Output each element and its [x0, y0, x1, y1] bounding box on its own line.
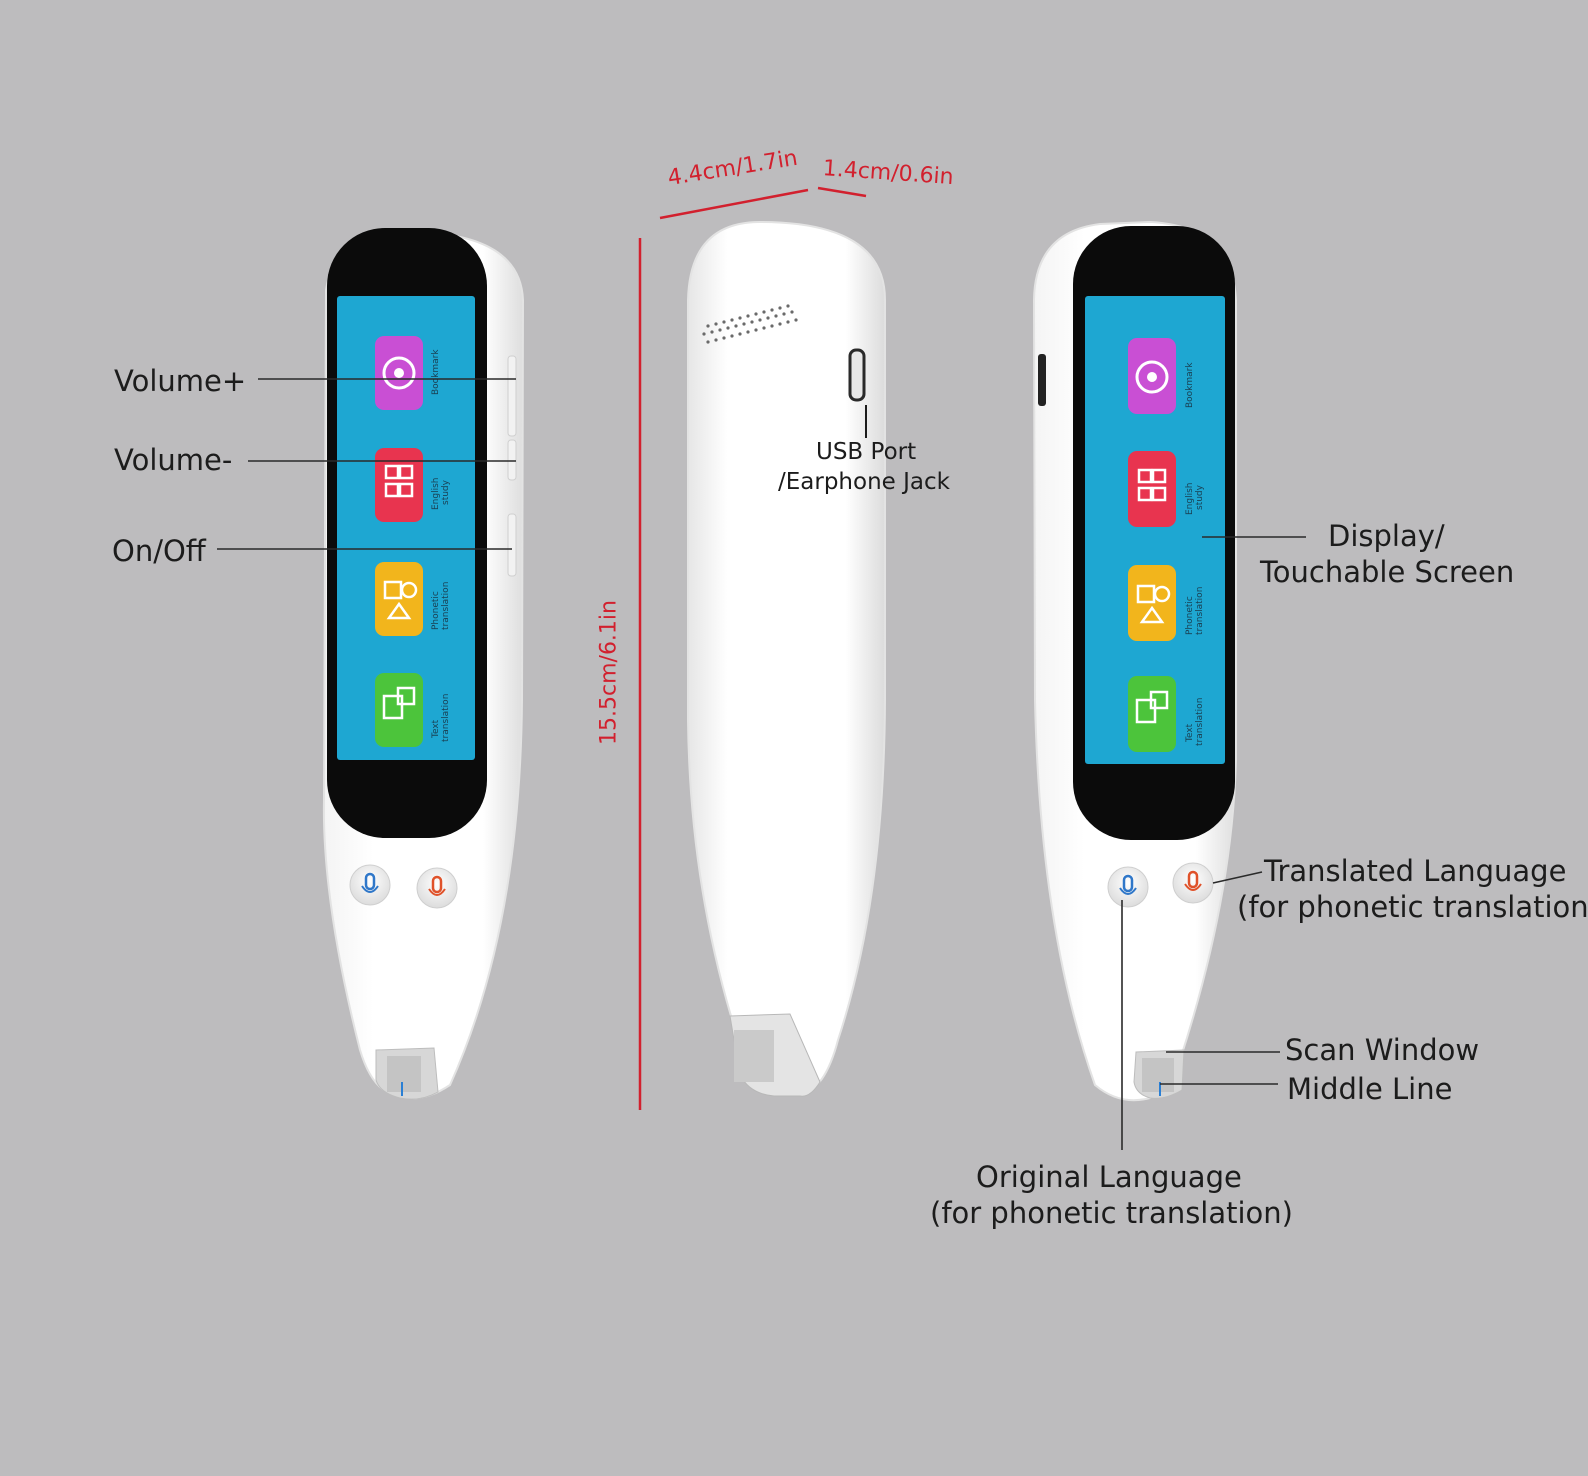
scan-tip-side: [729, 1013, 821, 1097]
scan-window: [375, 1047, 439, 1100]
scan-window-label: Scan Window: [1285, 1033, 1480, 1067]
translated-language-button[interactable]: [1172, 862, 1214, 904]
power-button[interactable]: [507, 513, 517, 577]
display-label-line2: Touchable Screen: [1260, 555, 1515, 589]
svg-text:Text: Text: [1185, 723, 1195, 743]
svg-text:Phonetic: Phonetic: [431, 591, 441, 630]
app-icon-english-study[interactable]: English study: [1128, 451, 1205, 527]
svg-text:translation: translation: [1195, 587, 1205, 635]
svg-text:translation: translation: [441, 694, 451, 742]
app-icon-bookmark[interactable]: Bookmark: [1128, 338, 1195, 414]
volume-up-button[interactable]: [507, 355, 517, 437]
speaker-grille: [702, 304, 798, 344]
leader-lines: [217, 378, 1306, 1150]
svg-text:study: study: [441, 479, 451, 505]
svg-text:English: English: [431, 478, 441, 511]
app-icon-bookmark[interactable]: Bookmark: [375, 336, 441, 410]
svg-text:translation: translation: [1195, 698, 1205, 746]
middle-line-label: Middle Line: [1287, 1072, 1453, 1106]
mic-icon-blue: [361, 872, 379, 893]
svg-text:Bookmark: Bookmark: [1185, 362, 1195, 408]
touch-screen[interactable]: [337, 296, 475, 760]
svg-text:Text: Text: [431, 719, 441, 739]
translated-language-label-line1: Translated Language: [1264, 854, 1567, 888]
on-off-label: On/Off: [112, 534, 206, 568]
mic-icon-blue: [1119, 874, 1137, 895]
original-language-button[interactable]: [349, 864, 391, 906]
volume-down-button[interactable]: [507, 439, 517, 481]
original-language-label-line1: Original Language: [976, 1160, 1242, 1194]
dimension-lines: [638, 186, 867, 1110]
app-icon-text-translation[interactable]: Text translation: [1128, 676, 1205, 752]
volume-down-label: Volume-: [114, 443, 233, 477]
app-icon-english-study[interactable]: English study: [375, 448, 451, 522]
translated-language-label-line2: (for phonetic translation): [1237, 890, 1588, 924]
side-button[interactable]: [1038, 354, 1046, 406]
translated-language-button[interactable]: [416, 867, 458, 909]
svg-text:study: study: [1195, 484, 1205, 510]
usb-port-label-line1: USB Port: [816, 439, 917, 465]
display-label-line1: Display/: [1328, 519, 1445, 553]
app-icon-phonetic-translation[interactable]: Phonetic translation: [1128, 565, 1205, 641]
mic-icon-orange: [1184, 870, 1202, 891]
pen-front-left: Bookmark English study Phonetic translat…: [322, 228, 525, 1100]
pen-side-middle: [687, 220, 886, 1097]
scan-window: [1133, 1049, 1185, 1099]
svg-text:translation: translation: [441, 582, 451, 630]
volume-up-label: Volume+: [114, 364, 247, 398]
app-icon-phonetic-translation[interactable]: Phonetic translation: [375, 562, 451, 636]
app-icon-text-translation[interactable]: Text translation: [375, 673, 451, 747]
svg-text:Bookmark: Bookmark: [431, 349, 441, 395]
usb-port[interactable]: [848, 348, 866, 402]
svg-text:Phonetic: Phonetic: [1185, 596, 1195, 635]
original-language-label-line2: (for phonetic translation): [930, 1196, 1293, 1230]
mic-icon-orange: [428, 875, 446, 896]
svg-text:English: English: [1185, 483, 1195, 516]
height-dimension-label: 15.5cm/6.1in: [596, 600, 622, 745]
pen-front-right: Bookmark English study Phonetic translat…: [1032, 220, 1237, 1102]
touch-screen[interactable]: [1085, 296, 1225, 764]
original-language-button[interactable]: [1107, 866, 1149, 908]
usb-port-label-line2: /Earphone Jack: [778, 469, 950, 495]
